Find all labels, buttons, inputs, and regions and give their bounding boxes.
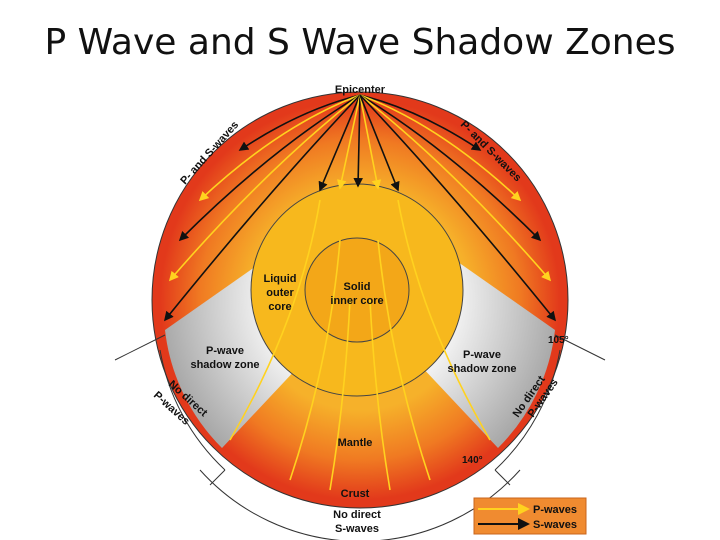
legend: P-waves S-waves (473, 497, 587, 535)
legend-p-waves: P-waves (533, 504, 577, 516)
p-shadow-left-label-2: shadow zone (190, 359, 259, 371)
inner-core-label-1: Solid (344, 281, 371, 293)
crust-label: Crust (341, 488, 370, 500)
outer-core-label-2: outer (266, 287, 294, 299)
no-s-label-2: S-waves (335, 523, 379, 535)
outer-core-label-1: Liquid (264, 273, 297, 285)
angle-140-label: 140° (462, 455, 483, 466)
mantle-label: Mantle (338, 437, 373, 449)
outer-core-label-3: core (268, 301, 291, 313)
slide-title: P Wave and S Wave Shadow Zones (44, 22, 676, 63)
p-shadow-right-label-1: P-wave (463, 349, 501, 361)
p-shadow-right-label-2: shadow zone (447, 363, 516, 375)
inner-core-label-2: inner core (330, 295, 383, 307)
epicenter-label: Epicenter (335, 84, 386, 96)
p-shadow-left-label-1: P-wave (206, 345, 244, 357)
no-s-label-1: No direct (333, 509, 381, 521)
angle-105-label: 105° (548, 335, 569, 346)
legend-s-waves: S-waves (533, 519, 577, 531)
wave-rays (163, 94, 557, 491)
